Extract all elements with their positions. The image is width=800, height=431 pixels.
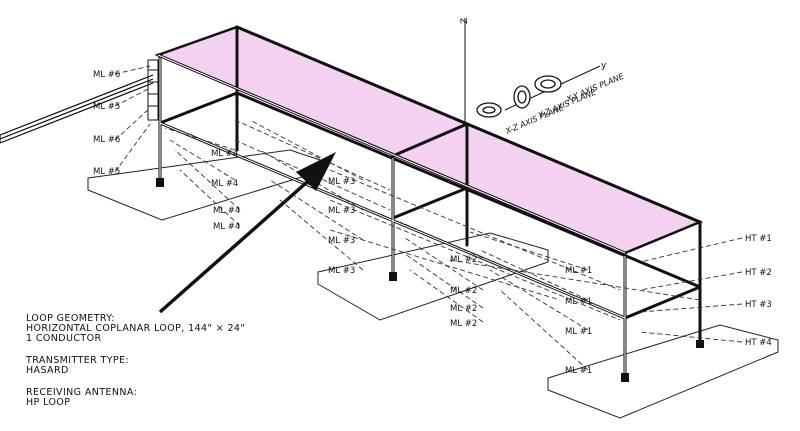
- post-feet: [156, 178, 704, 382]
- ht-label: HT #3: [745, 300, 772, 310]
- ml-label: ML #6: [93, 135, 120, 145]
- ml-label: ML #1: [565, 327, 592, 337]
- floor-plates: [87, 149, 779, 419]
- rail-mid-cross-center: [391, 186, 469, 220]
- loop-antenna-xz: [476, 102, 502, 118]
- loop-geometry-heading: LOOP GEOMETRY:: [26, 313, 115, 324]
- transmitter-heading: TRANSMITTER TYPE:: [26, 355, 130, 366]
- loop-panel-left: [154, 25, 471, 157]
- ml-label: ML #3: [328, 206, 355, 216]
- z-axis-label: Z: [460, 18, 470, 24]
- transmitter-value: HASARD: [26, 365, 69, 376]
- rail-mid-cross-left: [158, 91, 239, 125]
- floor-plate-middle: [317, 232, 549, 321]
- receiver-coils-left: [147, 59, 159, 121]
- loop-antenna-yz: [513, 85, 531, 109]
- ml-label: ML #2: [450, 319, 477, 329]
- leader-lines: [114, 65, 743, 371]
- frame-highlight: [157, 54, 626, 377]
- ml-label: ML #2: [450, 255, 477, 265]
- ml-label: ML #4: [211, 179, 238, 189]
- ml-label: ML #1: [565, 266, 592, 276]
- ml-label: ML #3: [328, 177, 355, 187]
- ht-label: HT #1: [745, 234, 772, 244]
- ml-label: ML #5: [93, 167, 120, 177]
- ml-label: ML #3: [328, 266, 355, 276]
- ht-label: HT #4: [745, 338, 772, 348]
- loop-geometry-line2: 1 CONDUCTOR: [26, 333, 102, 344]
- ml-label: ML #5: [93, 102, 120, 112]
- left-cable: [0, 74, 154, 144]
- loop-antenna-xy: [534, 75, 562, 93]
- ml-label: ML #2: [450, 304, 477, 314]
- receiving-heading: RECEIVING ANTENNA:: [26, 387, 138, 398]
- floor-plate-right: [547, 324, 779, 419]
- receiving-value: HP LOOP: [26, 397, 71, 408]
- y-axis-label: y: [601, 61, 607, 71]
- loop-panel-right: [391, 122, 704, 255]
- ml-label: ML #6: [93, 70, 120, 80]
- ml-label: ML #4: [213, 206, 240, 216]
- ml-label: ML #1: [565, 297, 592, 307]
- ml-label: ML #2: [450, 286, 477, 296]
- ht-label: HT #2: [745, 268, 772, 278]
- ml-label: ML #4: [213, 222, 240, 232]
- ml-label: ML #3: [328, 236, 355, 246]
- plane-label-xz: X-Z AXIS PLANE: [503, 103, 566, 136]
- pointer-arrow: [158, 152, 336, 314]
- measurement-labels: ML #6 ML #5 ML #6 ML #5 ML #4 ML #4 ML #…: [93, 70, 772, 376]
- loop-geometry-line1: HORIZONTAL COPLANAR LOOP, 144" × 24": [26, 323, 246, 334]
- ml-label: ML #4: [211, 149, 238, 159]
- rail-top-cross-mid: [393, 122, 469, 157]
- rail-mid-cross-right: [623, 285, 702, 320]
- orientation-loops: [476, 75, 562, 118]
- ml-label: ML #1: [565, 366, 592, 376]
